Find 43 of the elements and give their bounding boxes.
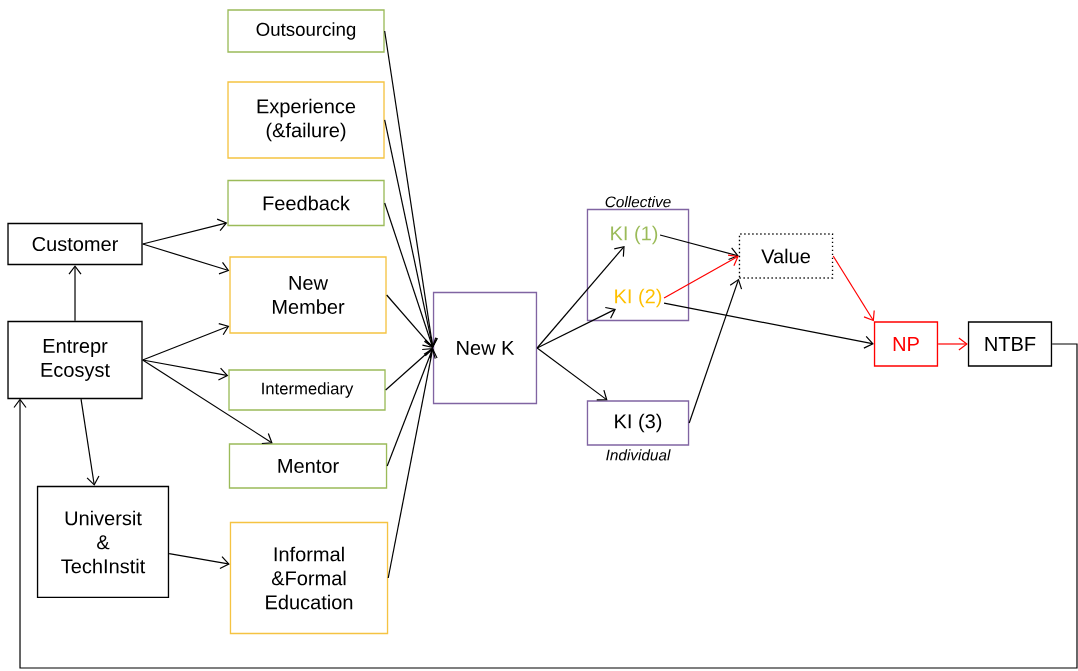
arrow — [80, 398, 100, 486]
arrow — [386, 294, 433, 348]
arrow — [659, 234, 739, 261]
process-box: KI (3) — [586, 400, 690, 446]
process-box: Customer — [7, 222, 143, 266]
process-box: Experience (&failure) — [227, 81, 385, 159]
arrow — [142, 243, 230, 275]
arrow — [168, 552, 230, 570]
feedback-arrow — [13, 343, 1078, 669]
process-box: Entrepr Ecosyst — [7, 320, 143, 400]
node-text: KI (1) — [611, 225, 658, 245]
process-box: New Member — [229, 256, 387, 334]
arrow — [536, 306, 616, 349]
arrow — [536, 347, 608, 401]
arrow — [68, 265, 82, 322]
arrow — [142, 359, 273, 445]
process-box: NP — [873, 321, 939, 367]
arrow — [663, 254, 739, 299]
process-box: New K — [432, 291, 538, 405]
process-box: Informal &Formal Education — [229, 521, 389, 635]
process-box: Outsourcing — [227, 9, 385, 53]
arrow — [663, 302, 874, 349]
arrow — [142, 323, 230, 361]
process-box: Feedback — [227, 179, 385, 227]
arrow — [386, 348, 436, 467]
node-text: KI (2) — [615, 288, 662, 308]
arrow — [688, 278, 743, 424]
process-box: Intermediary — [228, 369, 386, 411]
arrow — [937, 337, 968, 351]
process-box: NTBF — [967, 321, 1053, 367]
node-caption: Individual — [606, 449, 671, 461]
arrow — [142, 218, 228, 245]
arrow — [385, 348, 433, 391]
process-box: Value — [738, 233, 834, 279]
arrow — [387, 348, 438, 579]
arrow — [832, 255, 875, 322]
arrow — [536, 245, 625, 349]
arrow — [384, 119, 438, 348]
process-box: Mentor — [228, 443, 388, 489]
process-box: Universit & TechInstit — [36, 485, 170, 599]
arrow — [384, 202, 437, 348]
arrow — [142, 359, 229, 381]
group-heading: Collective — [605, 196, 671, 208]
